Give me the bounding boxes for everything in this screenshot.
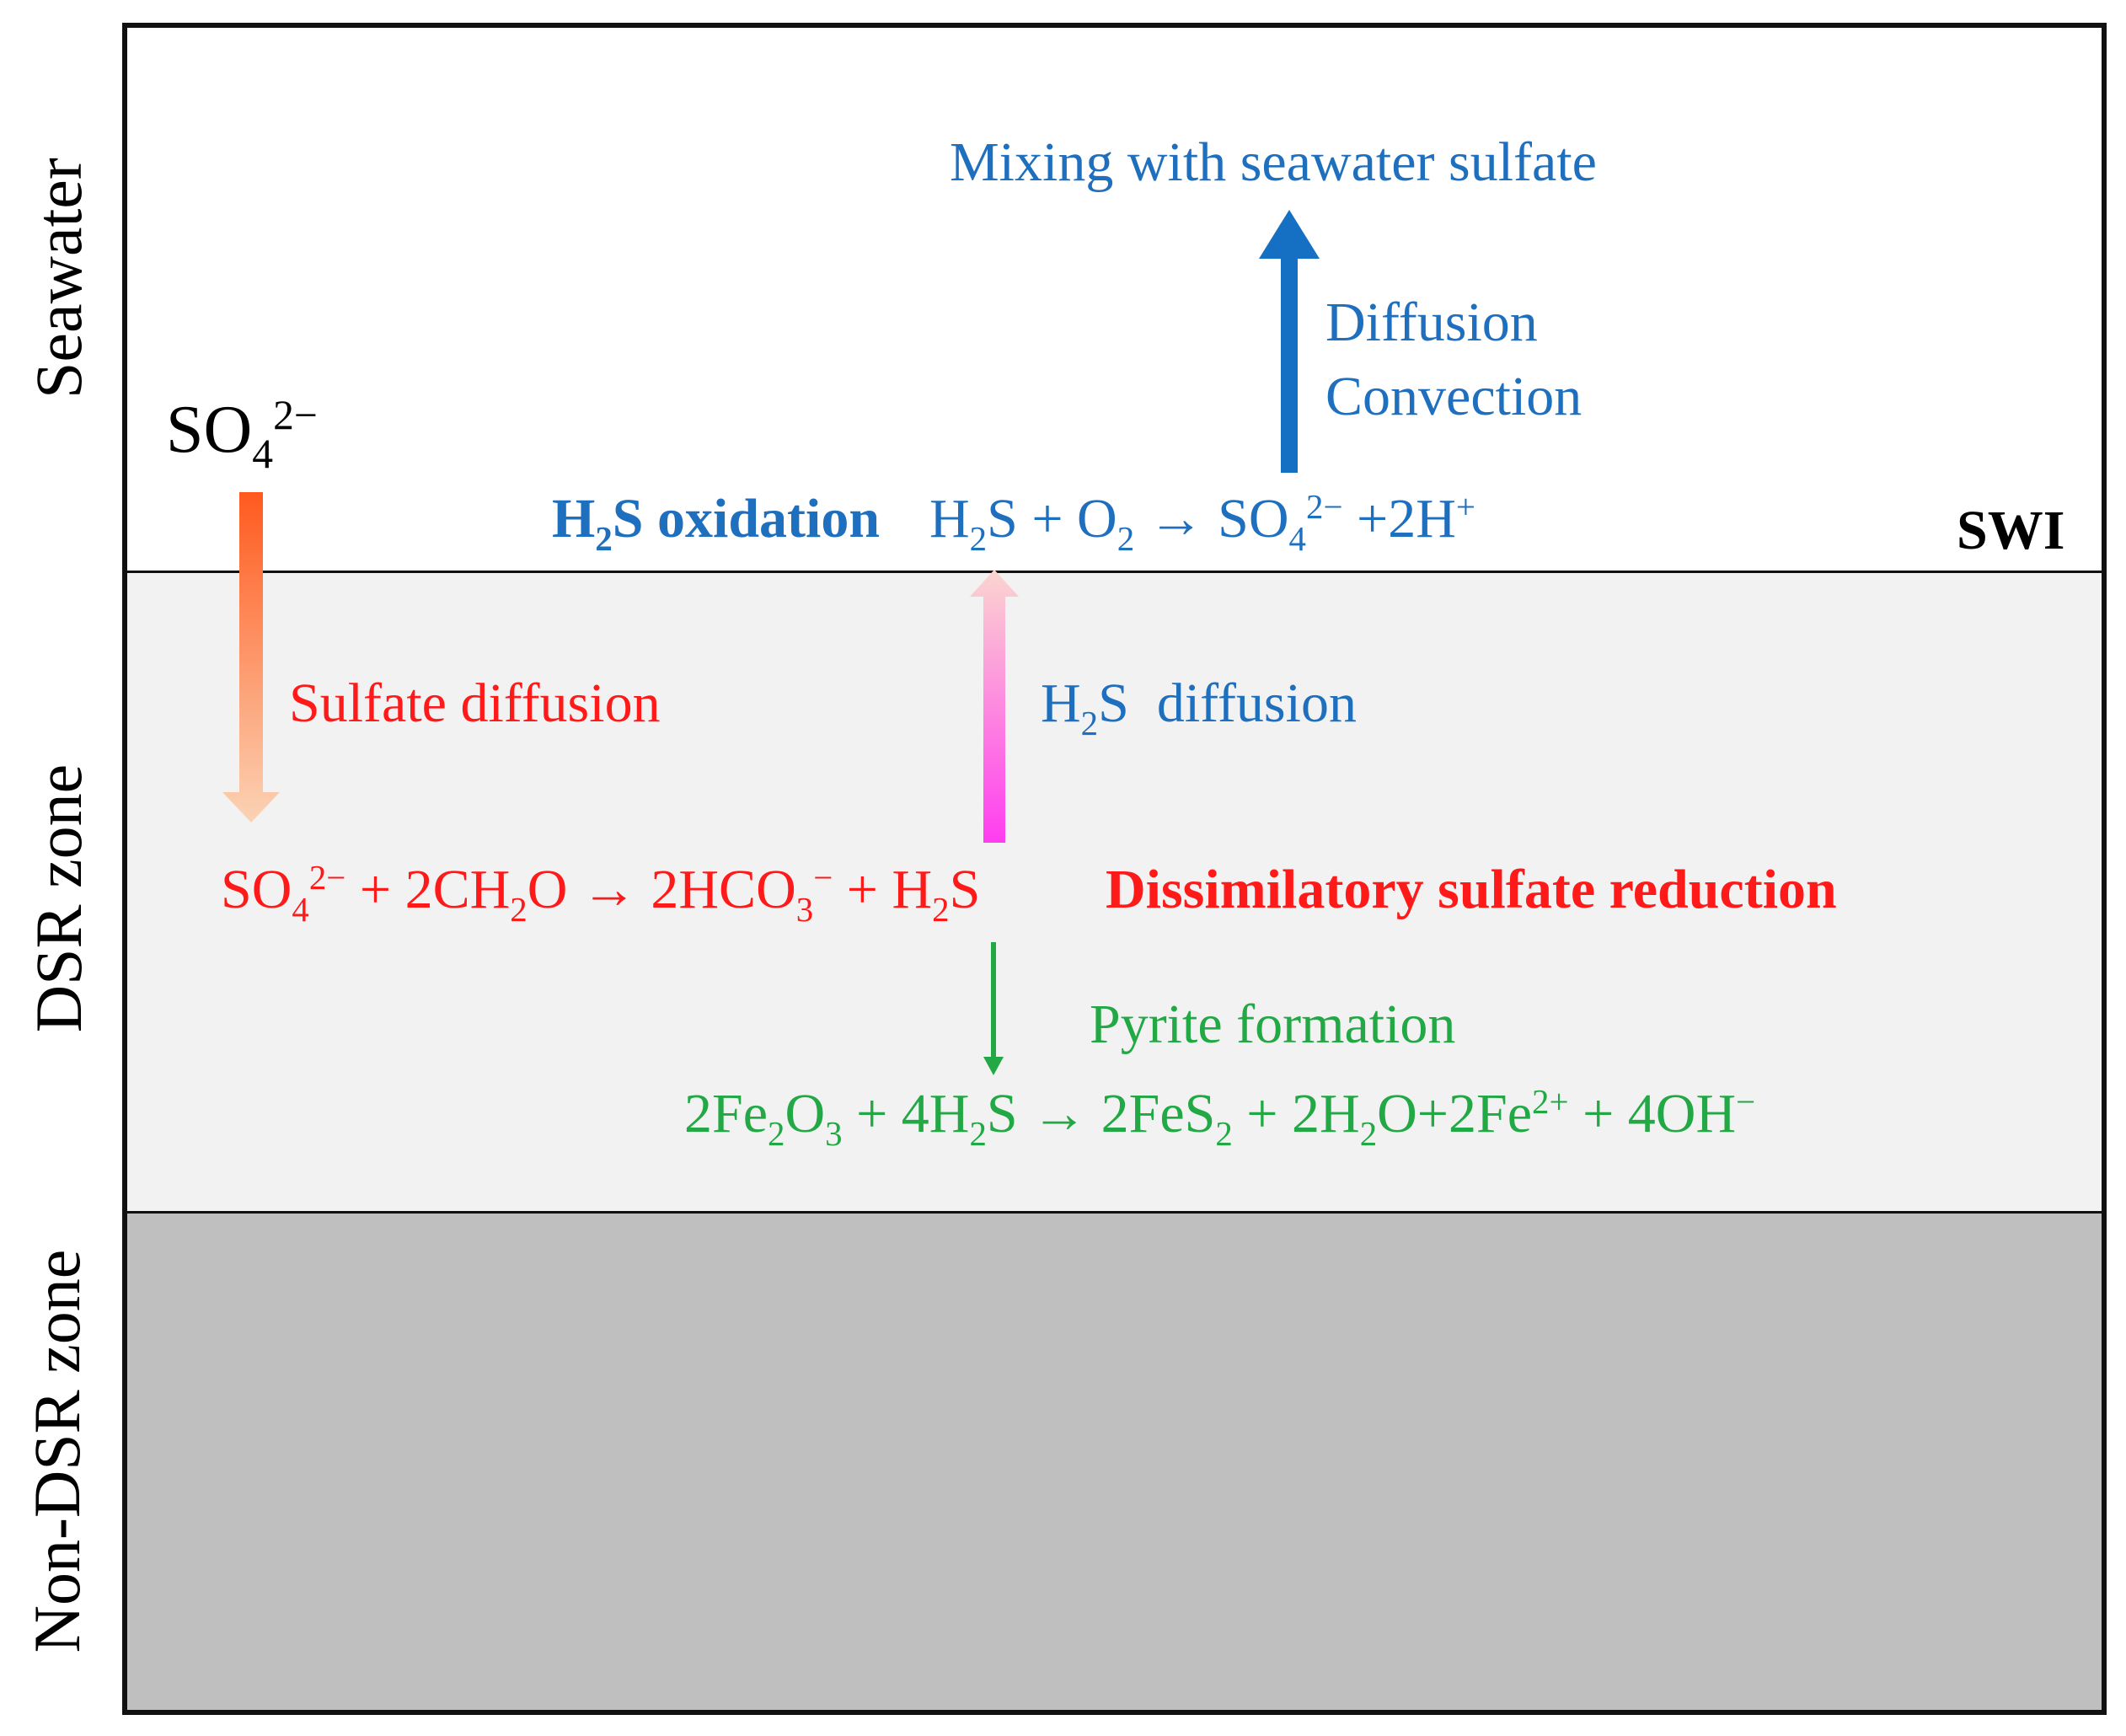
pyrite-reaction-formula: 2Fe2O3 + 4H2S → 2FeS2 + 2H2O+2Fe2+ + 4OH… [684, 1082, 1756, 1153]
diagram-frame [122, 23, 2107, 1715]
mixing-up-arrow [1259, 210, 1320, 473]
dsr-boundary-line [127, 1211, 2102, 1214]
diffusion-label: Diffusion [1325, 292, 1538, 353]
h2s-diffusion-label: H2S diffusion [1041, 672, 1357, 742]
non-dsr-zone-label: Non-DSR zone [20, 1249, 94, 1653]
non-dsr-zone-region [127, 1213, 2102, 1710]
mixing-label: Mixing with seawater sulfate [950, 131, 1597, 193]
dsr-reaction-formula: SO42− + 2CH2O → 2HCO3− + H2S [221, 858, 981, 929]
pyrite-down-arrow [983, 942, 1004, 1075]
sulfate-diffusion-down-arrow [222, 492, 280, 822]
dsr-zone-label: DSR zone [22, 764, 95, 1033]
h2s-oxidation-label: H2S oxidation [552, 488, 881, 558]
dsr-zone-region [127, 572, 2102, 1213]
seawater-zone-label: Seawater [22, 158, 95, 399]
oxidation-reaction-formula: H2S + O2 → SO42− +2H+ [929, 487, 1475, 558]
sulfate-ion-label: SO42− [166, 391, 318, 477]
convection-label: Convection [1325, 366, 1582, 427]
swi-label: SWI [1957, 500, 2065, 561]
sulfate-diffusion-label: Sulfate diffusion [289, 672, 661, 734]
h2s-diffusion-up-arrow [970, 570, 1019, 843]
swi-boundary-line [127, 571, 2102, 573]
dsr-label: Dissimilatory sulfate reduction [1106, 859, 1837, 920]
pyrite-formation-label: Pyrite formation [1090, 994, 1456, 1055]
